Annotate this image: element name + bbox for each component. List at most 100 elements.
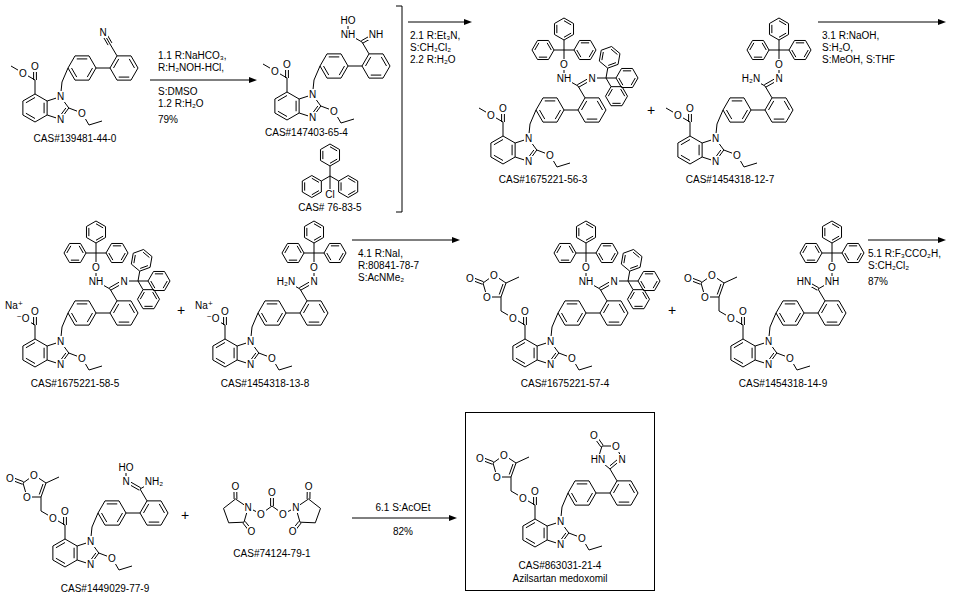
bond — [138, 271, 140, 281]
bond — [330, 159, 337, 163]
bond — [611, 105, 622, 106]
bond — [165, 281, 171, 291]
bond — [538, 59, 549, 60]
bond — [783, 300, 797, 301]
bond — [279, 301, 286, 313]
bond — [806, 50, 812, 60]
bond — [339, 150, 340, 161]
bond — [690, 136, 702, 143]
bond — [786, 110, 793, 122]
atom-label: N — [711, 156, 720, 167]
bond — [304, 238, 314, 244]
atom-label: O — [545, 150, 555, 161]
bond — [330, 262, 341, 263]
bond — [262, 313, 267, 322]
bond — [561, 260, 569, 261]
bond — [606, 78, 611, 87]
bond — [511, 463, 516, 477]
bond — [140, 266, 148, 269]
bond — [589, 50, 593, 57]
bond — [96, 221, 106, 227]
bond — [138, 281, 143, 290]
bond — [98, 513, 105, 525]
bond — [567, 303, 578, 304]
atom-label: N — [308, 89, 317, 100]
bond — [577, 313, 582, 322]
bond — [614, 484, 619, 493]
bond — [149, 522, 160, 523]
reaction-arrow — [408, 22, 464, 23]
atom-label: O — [220, 306, 230, 317]
bond — [339, 192, 349, 198]
atom-label: O — [567, 353, 577, 364]
bond — [106, 253, 112, 263]
atom-label: N — [546, 336, 555, 347]
bond — [119, 513, 126, 525]
atom-label: N — [86, 536, 95, 547]
bond — [744, 163, 757, 167]
bond — [314, 243, 315, 253]
bond — [304, 227, 305, 238]
bond — [822, 304, 827, 313]
bond — [832, 236, 839, 240]
bond — [117, 80, 131, 81]
bond — [537, 346, 538, 360]
bond — [79, 246, 83, 253]
bond — [314, 221, 324, 227]
bond — [224, 499, 236, 508]
bond — [312, 178, 319, 182]
bond — [341, 182, 342, 190]
bond — [839, 313, 846, 325]
bond — [26, 343, 35, 348]
bond — [112, 262, 123, 263]
bond — [554, 24, 555, 35]
bond — [68, 68, 75, 80]
condition-text: 6.1 S:AcOEt — [375, 502, 430, 514]
bond — [98, 501, 105, 513]
bond — [522, 526, 523, 540]
bond — [792, 50, 796, 57]
bond — [299, 243, 305, 253]
atom-label: N — [56, 359, 65, 370]
bond — [772, 122, 786, 123]
bond — [779, 33, 786, 37]
bond — [302, 176, 312, 182]
atom-label: O — [486, 110, 496, 121]
bond — [633, 78, 639, 88]
bond — [338, 181, 339, 192]
bond — [35, 94, 47, 101]
atom-label: O — [60, 506, 70, 517]
atom-label: ⁻O — [205, 313, 220, 324]
bond — [690, 157, 702, 164]
bond — [321, 176, 330, 181]
bond — [577, 50, 581, 57]
atom-label: O — [18, 68, 28, 79]
bond — [609, 322, 620, 323]
bond — [784, 101, 789, 110]
atom-label: NH — [340, 29, 356, 40]
bond — [633, 68, 639, 78]
atom-label: N — [86, 559, 95, 570]
bond — [599, 98, 606, 110]
bond — [586, 224, 593, 228]
bond — [641, 281, 645, 288]
bond — [564, 50, 574, 51]
bracket — [396, 6, 402, 212]
bond — [644, 299, 650, 309]
bond — [842, 253, 848, 263]
atom-label: N — [774, 73, 783, 84]
bond — [765, 98, 772, 110]
bond — [288, 262, 299, 263]
bond — [645, 273, 653, 274]
bond — [154, 290, 160, 300]
bond — [72, 68, 77, 77]
bond — [339, 253, 343, 260]
bond — [117, 55, 131, 56]
atom-label: N — [764, 359, 773, 370]
bond — [229, 522, 244, 524]
atom-label: NH — [824, 276, 840, 287]
bond — [795, 40, 806, 41]
atom-label: O — [518, 493, 528, 504]
bond — [330, 166, 331, 176]
bond — [131, 253, 133, 264]
